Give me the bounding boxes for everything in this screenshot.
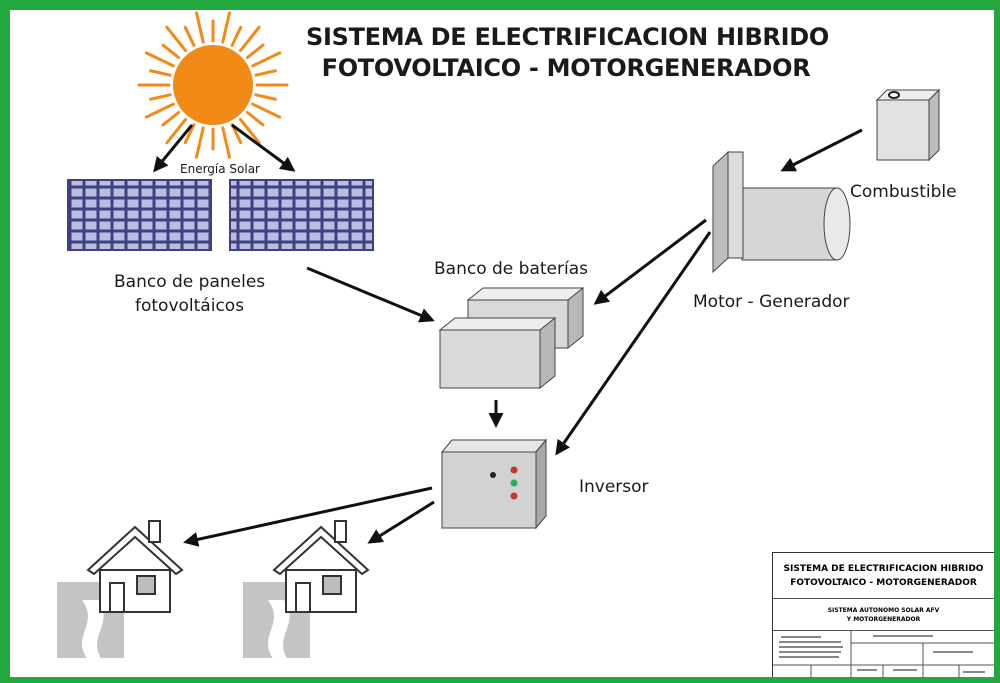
- title-block-subheading: SISTEMA AUTONOMO SOLAR AFV Y MOTORGENERA…: [773, 599, 994, 631]
- sun-ray: [221, 11, 231, 44]
- generator-icon: [712, 150, 851, 274]
- sun-ray: [230, 25, 243, 47]
- label-baterias: Banco de baterías: [434, 259, 588, 279]
- sun-ray: [183, 123, 196, 145]
- title-block-line-2: FOTOVOLTAICO - MOTORGENERADOR: [790, 578, 977, 588]
- sun-ray: [195, 11, 205, 44]
- sun-ray: [254, 93, 277, 101]
- label-paneles-line2: fotovoltáicos: [135, 296, 245, 316]
- title-line-1: SISTEMA DE ELECTRIFICACION HIBRIDO: [306, 23, 829, 51]
- sun-ray: [144, 51, 175, 68]
- title-block: SISTEMA DE ELECTRIFICACION HIBRIDO FOTOV…: [772, 552, 994, 677]
- diagram-title: SISTEMA DE ELECTRIFICACION HIBRIDO FOTOV…: [306, 22, 829, 84]
- sun-ray: [245, 43, 265, 60]
- sun-ray: [149, 69, 172, 77]
- title-block-sub-1: SISTEMA AUTONOMO SOLAR AFV: [827, 607, 940, 614]
- label-inversor: Inversor: [579, 477, 649, 497]
- sun-ray: [254, 69, 277, 77]
- label-energia-solar: Energía Solar: [178, 162, 262, 176]
- sun-ray: [183, 25, 196, 47]
- title-block-line-1: SISTEMA DE ELECTRIFICACION HIBRIDO: [783, 564, 984, 574]
- sun-ray: [245, 110, 265, 127]
- house-icon: [57, 520, 370, 660]
- flow-arrows: [183, 128, 863, 547]
- title-block-sub-2: Y MOTORGENERADOR: [846, 616, 921, 623]
- fuel-tank-icon: [875, 88, 941, 162]
- label-motor-generador: Motor - Generador: [693, 292, 850, 312]
- battery-icon: [438, 286, 585, 390]
- sun-ray: [195, 126, 205, 159]
- solar-energy-arrows: [153, 123, 296, 173]
- diagram-canvas: [57, 11, 941, 660]
- title-block-grid: [773, 631, 994, 677]
- sun-ray: [161, 43, 181, 60]
- label-combustible: Combustible: [850, 182, 957, 202]
- solar-panel-icon: [67, 179, 374, 251]
- sun-ray: [221, 126, 231, 159]
- sun-ray: [251, 102, 282, 119]
- sun-ray: [149, 93, 172, 101]
- label-paneles-line1: Banco de paneles: [114, 272, 266, 292]
- sun-ray: [238, 25, 261, 53]
- inverter-icon: [440, 438, 548, 530]
- sun-icon: [137, 11, 289, 159]
- title-block-heading: SISTEMA DE ELECTRIFICACION HIBRIDO FOTOV…: [773, 553, 994, 599]
- sun-ray: [165, 117, 188, 145]
- sun-ray: [251, 51, 282, 68]
- sun-ray: [161, 110, 181, 127]
- title-line-2: FOTOVOLTAICO - MOTORGENERADOR: [321, 54, 811, 82]
- sun-ray: [165, 25, 188, 53]
- sun-ray: [238, 117, 261, 145]
- sun-ray: [144, 102, 175, 119]
